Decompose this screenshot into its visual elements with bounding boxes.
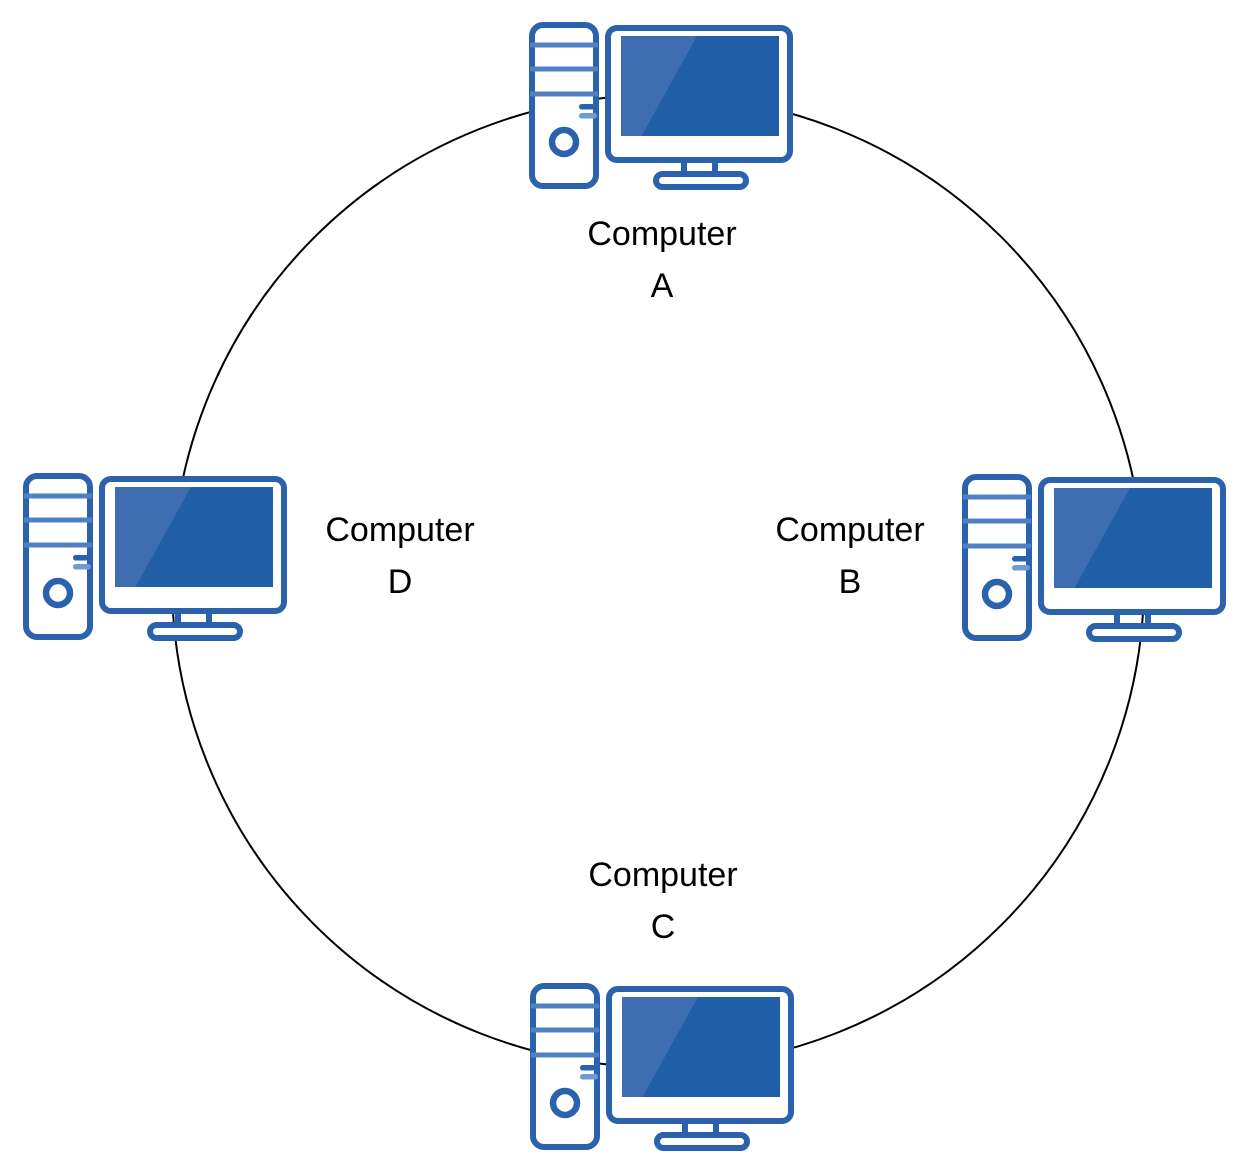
- computer-d-label: Computer D: [270, 504, 530, 608]
- computer-b-label-line2: B: [838, 563, 862, 601]
- computer-b-label: Computer B: [720, 504, 980, 608]
- computer-d-label-line1: Computer: [325, 511, 475, 549]
- computer-c-label-line2: C: [650, 908, 676, 946]
- computer-c-label-line1: Computer: [588, 856, 738, 894]
- computer-d-icon: [24, 476, 284, 638]
- computer-c-label: Computer C: [533, 849, 793, 953]
- computer-b-label-line1: Computer: [775, 511, 925, 549]
- computer-c-icon: [531, 986, 791, 1148]
- computer-a-label-line2: A: [650, 267, 674, 305]
- computer-a-label: Computer A: [532, 208, 792, 312]
- computer-a-label-line1: Computer: [587, 215, 737, 253]
- computer-b-icon: [963, 477, 1223, 639]
- computer-a-icon: [530, 25, 790, 187]
- computer-d-label-line2: D: [387, 563, 413, 601]
